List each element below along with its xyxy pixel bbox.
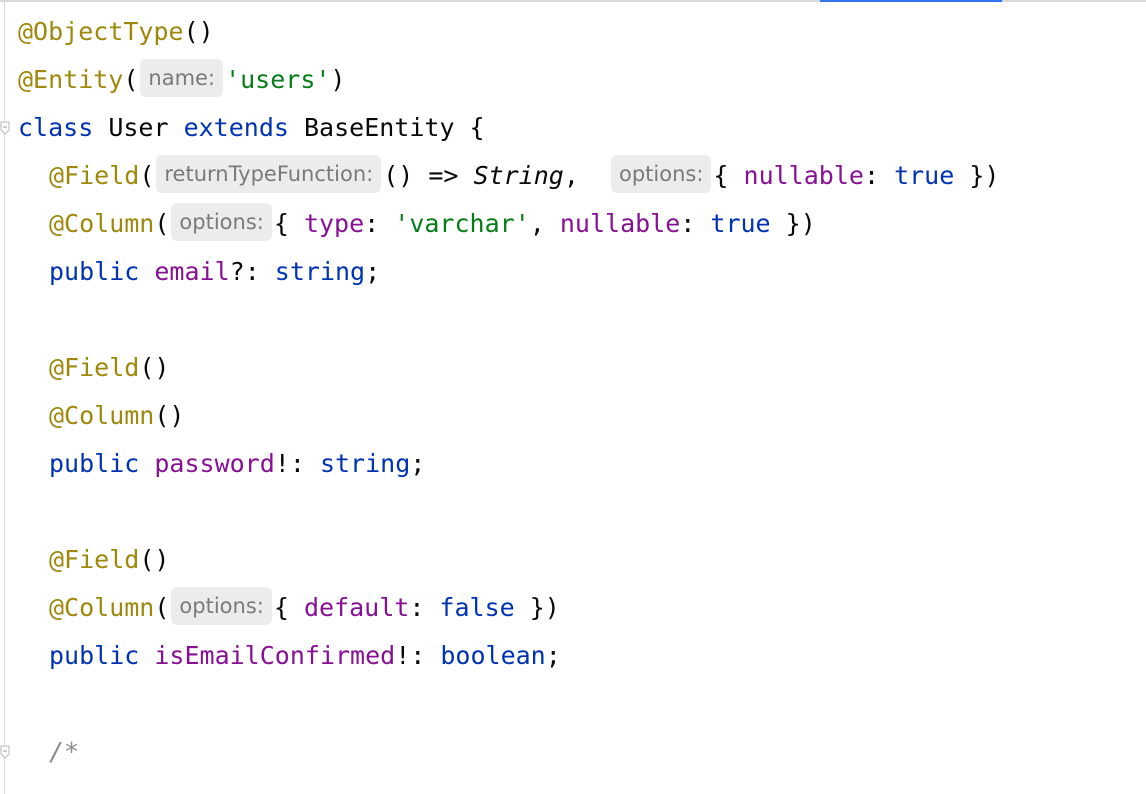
- arrow-function: () =>: [383, 161, 474, 190]
- type-name: String: [473, 161, 564, 190]
- code-line: public email?: string;: [18, 248, 1146, 296]
- punctuation: }): [770, 209, 816, 238]
- punctuation: ;: [410, 449, 426, 478]
- punctuation: }): [954, 161, 1000, 190]
- active-tab-indicator: [820, 0, 1002, 2]
- type-keyword: string: [274, 257, 366, 286]
- property: nullable: [743, 161, 864, 190]
- space: [139, 449, 154, 478]
- punctuation: !:: [274, 449, 320, 478]
- keyword: public: [49, 257, 140, 286]
- code-line: @Entity(name:'users'): [18, 56, 1146, 104]
- punctuation: ,: [563, 161, 609, 190]
- property: email: [154, 257, 230, 286]
- code-line: public password!: string;: [18, 440, 1146, 488]
- decorator: @Column: [49, 401, 155, 430]
- punctuation: {: [273, 593, 304, 622]
- parameter-hint: options:: [171, 587, 272, 625]
- parameter-hint: name:: [140, 59, 224, 97]
- parameter-hint: options:: [171, 203, 272, 241]
- class-name: User: [93, 113, 184, 142]
- punctuation: :: [364, 209, 395, 238]
- decorator: @Field: [49, 161, 140, 190]
- decorator: @Field: [49, 545, 140, 574]
- code-line: class User extends BaseEntity {: [18, 104, 1146, 152]
- punctuation: ,: [529, 209, 560, 238]
- decorator: @ObjectType: [18, 17, 184, 46]
- space: [139, 257, 154, 286]
- code-line-empty: [18, 488, 1146, 536]
- decorator: @Column: [49, 209, 155, 238]
- punctuation: (): [139, 545, 170, 574]
- fold-marker-icon[interactable]: [0, 121, 10, 135]
- punctuation: ): [330, 65, 346, 94]
- editor-top-border: [0, 0, 1146, 2]
- keyword: true: [894, 161, 955, 190]
- punctuation: }): [514, 593, 560, 622]
- code-line: @Field(returnTypeFunction:() => String, …: [18, 152, 1146, 200]
- code-line: @Column(): [18, 392, 1146, 440]
- punctuation: (): [183, 17, 214, 46]
- code-line: @Column(options:{ type: 'varchar', nulla…: [18, 200, 1146, 248]
- decorator: @Field: [49, 353, 140, 382]
- punctuation: (: [154, 593, 170, 622]
- comment-start: /*: [49, 737, 80, 766]
- punctuation: (): [139, 353, 170, 382]
- code-line: @ObjectType(): [18, 8, 1146, 56]
- type-keyword: string: [319, 449, 411, 478]
- punctuation: {: [273, 209, 304, 238]
- string-literal: 'varchar': [394, 209, 530, 238]
- property: password: [154, 449, 275, 478]
- code-line: public isEmailConfirmed!: boolean;: [18, 632, 1146, 680]
- punctuation: (): [154, 401, 185, 430]
- decorator: @Column: [49, 593, 155, 622]
- keyword: false: [439, 593, 515, 622]
- keyword: class: [18, 113, 94, 142]
- code-line: @Field(): [18, 536, 1146, 584]
- code-line: @Field(): [18, 344, 1146, 392]
- keyword: public: [49, 641, 140, 670]
- punctuation: ;: [365, 257, 381, 286]
- keyword: true: [710, 209, 771, 238]
- code-line: @Column(options:{ default: false }): [18, 584, 1146, 632]
- keyword: public: [49, 449, 140, 478]
- decorator: @Entity: [18, 65, 124, 94]
- punctuation: :: [409, 593, 440, 622]
- base-class-name: BaseEntity {: [288, 113, 485, 142]
- punctuation: {: [713, 161, 744, 190]
- property: isEmailConfirmed: [154, 641, 396, 670]
- punctuation: (: [154, 209, 170, 238]
- property: type: [303, 209, 365, 238]
- parameter-hint: returnTypeFunction:: [156, 155, 382, 193]
- fold-marker-icon[interactable]: [0, 745, 10, 759]
- code-line-empty: [18, 680, 1146, 728]
- punctuation: :: [680, 209, 711, 238]
- property: nullable: [559, 209, 681, 238]
- keyword: extends: [183, 113, 289, 142]
- punctuation: ?:: [229, 257, 275, 286]
- string-literal: 'users': [225, 65, 331, 94]
- punctuation: (: [123, 65, 139, 94]
- gutter-separator: [4, 2, 5, 794]
- code-line-empty: [18, 296, 1146, 344]
- punctuation: (: [139, 161, 155, 190]
- property: default: [303, 593, 410, 622]
- punctuation: !:: [395, 641, 441, 670]
- space: [139, 641, 154, 670]
- type-keyword: boolean: [440, 641, 546, 670]
- code-editor[interactable]: @ObjectType() @Entity(name:'users') clas…: [18, 8, 1146, 776]
- parameter-hint: options:: [611, 155, 712, 193]
- punctuation: :: [863, 161, 895, 190]
- punctuation: ;: [545, 641, 561, 670]
- code-line: /*: [18, 728, 1146, 776]
